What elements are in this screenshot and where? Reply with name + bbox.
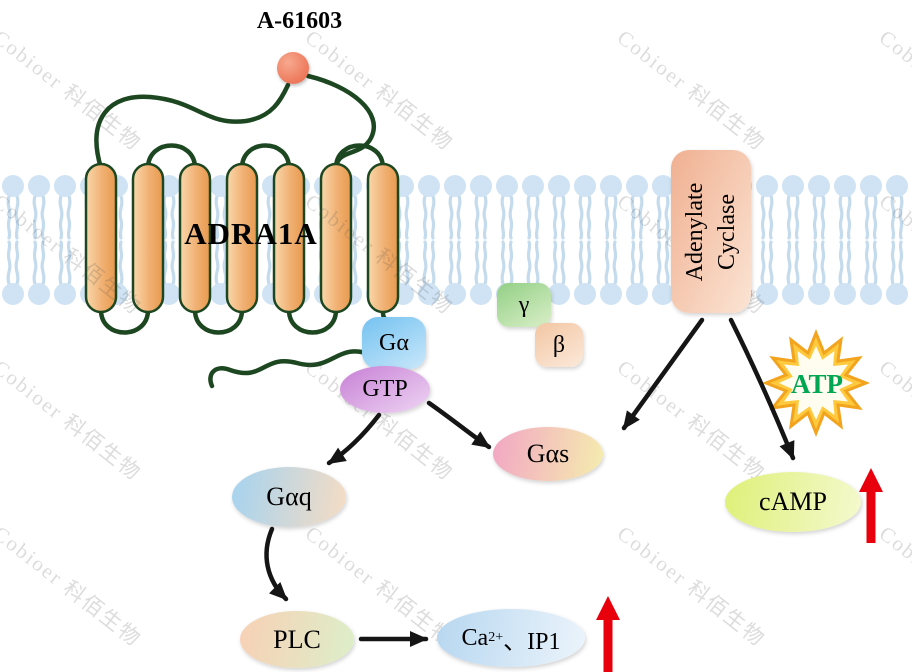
g-alpha-q-node: Gαq [232,467,346,527]
gamma-subunit-node: γ [497,283,551,327]
receptor-adra1a [84,73,400,389]
lipid [548,240,570,305]
lipid [210,175,232,240]
receptor-name-label: ADRA1A [184,216,318,251]
adenylate-cyclase-node: Adenylate Cyclase [671,150,751,313]
lipid [834,175,856,240]
lipid [886,175,908,240]
extracellular-loop-3 [333,143,386,171]
up-arrow-camp [859,468,883,543]
lipid [808,175,830,240]
lipid [834,240,856,305]
intracellular-loop-2 [192,307,245,335]
gamma-label: γ [518,291,530,318]
lipid [470,175,492,240]
lipid [470,240,492,305]
gtp-node: GTP [340,366,430,413]
extracellular-loop-1 [145,143,198,171]
lipid [418,240,440,305]
ip1-label: 、IP1 [503,628,561,655]
helix-1 [84,162,118,314]
lipid [652,175,674,240]
lipid [28,240,50,305]
lipid [2,175,24,240]
arrow-gtp-to-gaq [326,412,382,466]
helix-3 [178,162,212,314]
lipid [2,240,24,305]
g-alpha-s-node: Gαs [493,427,603,481]
lipid [28,175,50,240]
ligand-tether [305,73,376,166]
camp-label: cAMP [759,487,827,516]
lipid [860,240,882,305]
camp-node: cAMP [725,472,861,532]
lipid [886,240,908,305]
helix-5 [272,162,306,314]
c-terminal-tail [208,349,375,389]
g-alpha-node: Gα [362,317,426,369]
arrow-gtp-to-gas [426,400,492,450]
ligand-a61603-ball [277,52,309,84]
intracellular-loop-3 [286,307,339,335]
lipid [782,175,804,240]
lipid [496,175,518,240]
plc-label: PLC [273,624,321,654]
helix-4 [225,162,259,314]
lipid [444,175,466,240]
lipid [600,175,622,240]
lipid [626,240,648,305]
helix-7 [366,162,400,314]
up-arrow-ca-ip1 [596,596,620,672]
lipid [860,175,882,240]
extracellular-loop-2 [239,143,292,171]
ligand-name-label: A-61603 [256,8,343,34]
g-alpha-label: Gα [379,329,409,356]
beta-label: β [552,331,566,358]
lipid [54,240,76,305]
lipid [574,240,596,305]
g-alpha-q-label: Gαq [266,482,312,511]
lipid [808,240,830,305]
beta-subunit-node: β [535,323,583,367]
plc-node: PLC [240,611,354,668]
lipid [756,240,778,305]
lipid [652,240,674,305]
lipid [418,175,440,240]
arrow-ac-to-gas [621,317,705,431]
intracellular-loop-1 [98,307,151,335]
lipid [54,175,76,240]
lipid [626,175,648,240]
lipid [600,240,622,305]
lipid [548,175,570,240]
g-alpha-s-label: Gαs [526,439,570,468]
lipid [522,175,544,240]
helix-6 [319,162,353,314]
helix-2 [131,162,165,314]
lipid [574,175,596,240]
arrow-gaq-to-plc [264,526,289,602]
gtp-label: GTP [362,376,408,402]
n-terminus-chain [94,82,291,171]
lipid [782,240,804,305]
arrow-ac-to-camp [728,317,796,461]
calcium-label-base: Ca [461,624,489,651]
lipid [756,175,778,240]
atp-starburst-inner [779,346,853,420]
lipid [444,240,466,305]
atp-label: ATP [791,369,843,399]
